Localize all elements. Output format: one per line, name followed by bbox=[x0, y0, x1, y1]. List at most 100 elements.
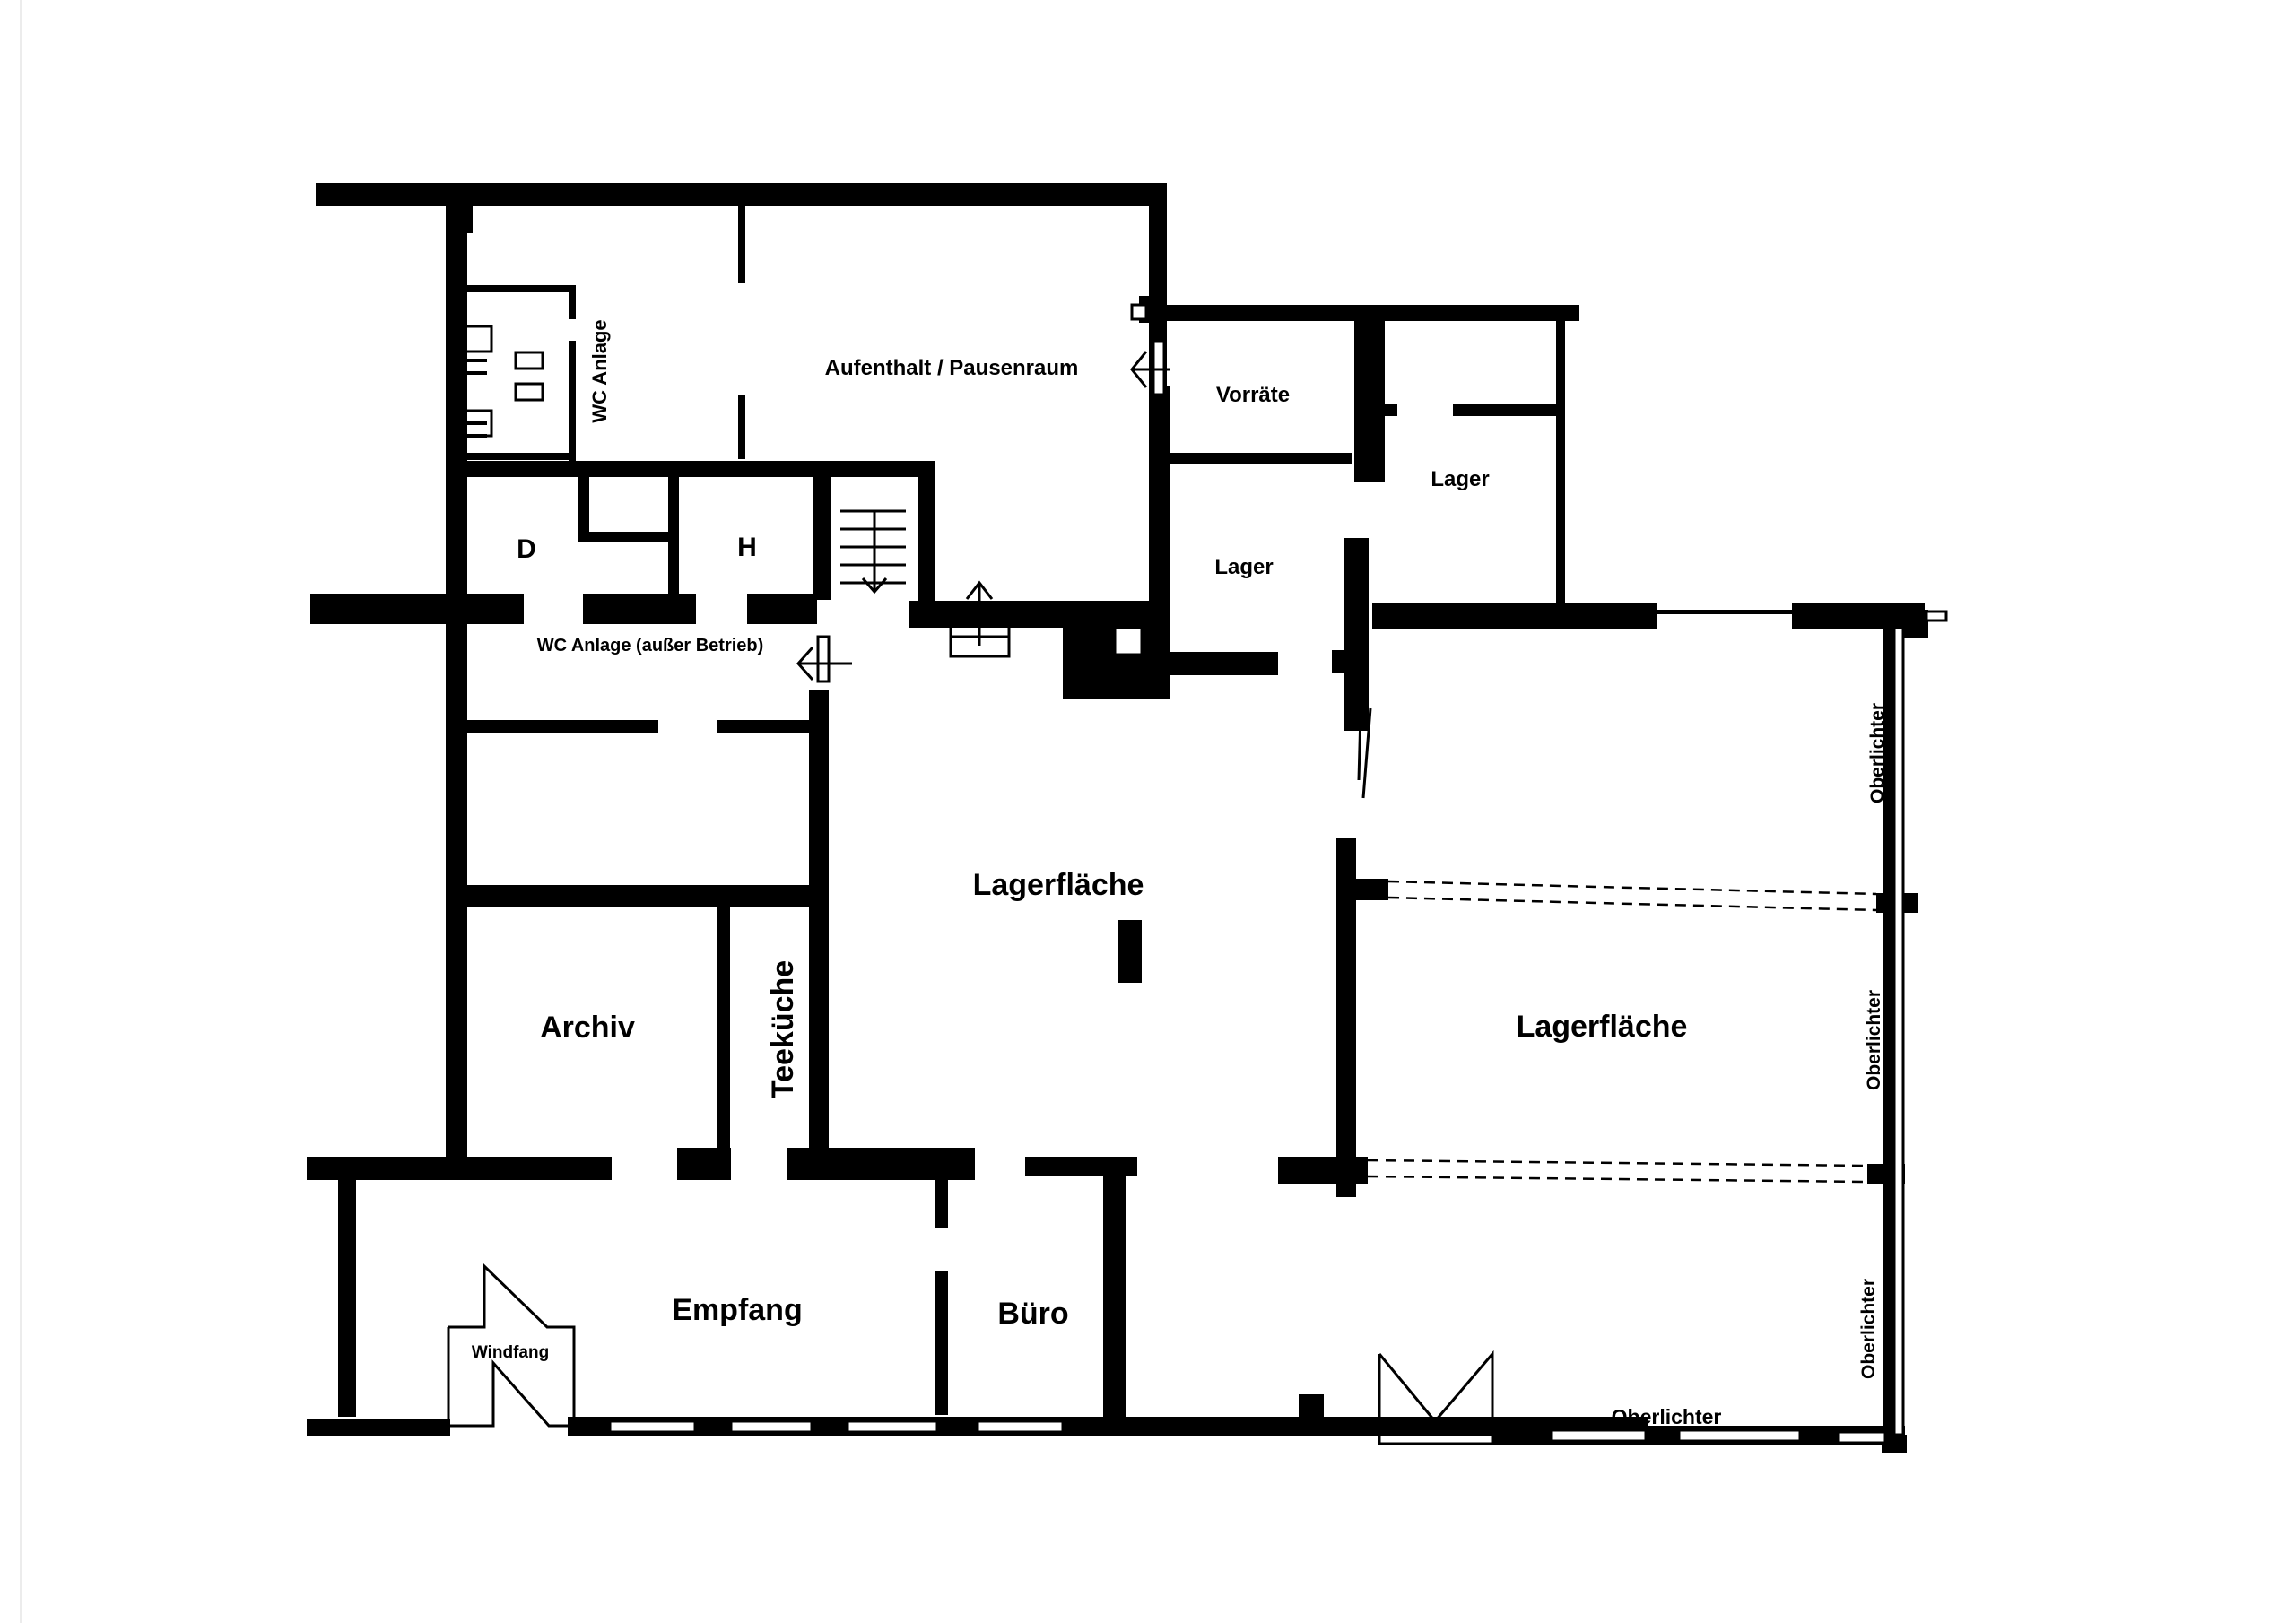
wall bbox=[578, 471, 589, 542]
room-label-empfang: Empfang bbox=[672, 1293, 802, 1327]
wall bbox=[813, 461, 831, 600]
room-label-teekueche: Teeküche bbox=[766, 960, 800, 1098]
toilet-icon bbox=[456, 409, 493, 438]
wall bbox=[307, 1157, 612, 1180]
room-labels: Aufenthalt / Pausenraum WC Anlage Vorrät… bbox=[472, 319, 1688, 1362]
window bbox=[1892, 626, 1905, 1436]
window bbox=[1677, 1428, 1802, 1443]
wall bbox=[456, 453, 576, 460]
room-label-lager-lower: Lager bbox=[1214, 555, 1273, 579]
window bbox=[1152, 339, 1166, 396]
room-label-damen: D bbox=[517, 534, 536, 564]
wall bbox=[1354, 321, 1385, 482]
wall bbox=[1164, 453, 1352, 464]
skylight-label: Oberlichter bbox=[1858, 1279, 1879, 1379]
room-label-archiv: Archiv bbox=[540, 1011, 635, 1045]
wall bbox=[718, 720, 816, 733]
room-label-lagerflaeche-right: Lagerfläche bbox=[1517, 1010, 1688, 1044]
room-label-buero: Büro bbox=[997, 1297, 1068, 1331]
wall bbox=[747, 594, 817, 624]
skylight-label: Oberlichter bbox=[1867, 703, 1888, 803]
wall bbox=[338, 1175, 356, 1417]
wall bbox=[307, 1419, 450, 1436]
beam-line bbox=[1387, 880, 1877, 896]
door-line bbox=[1357, 681, 1363, 781]
wall bbox=[1278, 1157, 1368, 1184]
beam-line bbox=[1367, 1175, 1868, 1184]
window bbox=[1925, 610, 1948, 622]
wall bbox=[569, 341, 576, 464]
wall bbox=[1379, 404, 1397, 416]
beams bbox=[1367, 880, 1877, 1184]
room-label-vorraete: Vorräte bbox=[1216, 383, 1290, 407]
window bbox=[608, 1419, 697, 1434]
room-label-herren: H bbox=[737, 533, 757, 562]
wall bbox=[467, 421, 487, 425]
wall bbox=[1166, 652, 1278, 675]
toilet-icon bbox=[456, 325, 493, 353]
wall bbox=[1158, 386, 1170, 699]
wall bbox=[1372, 603, 1657, 629]
beam-line bbox=[1367, 1159, 1868, 1167]
room-label-windfang: Windfang bbox=[472, 1343, 549, 1362]
doors bbox=[447, 325, 1494, 1445]
beam-line bbox=[1387, 896, 1877, 912]
wall bbox=[668, 532, 679, 595]
wall bbox=[1149, 305, 1579, 321]
wall bbox=[467, 885, 816, 907]
wall bbox=[1882, 1435, 1907, 1453]
wall bbox=[935, 1175, 948, 1228]
skylight-labels: Oberlichter Oberlichter Oberlichter Ober… bbox=[1612, 703, 1888, 1428]
wall bbox=[446, 461, 935, 477]
wall bbox=[583, 594, 696, 624]
window bbox=[1550, 1428, 1648, 1443]
wall bbox=[738, 206, 745, 283]
wall bbox=[1657, 610, 1792, 614]
wall bbox=[310, 594, 524, 624]
scan-edge-line bbox=[20, 0, 22, 1623]
sink-icon bbox=[514, 351, 544, 370]
door-arrow-head bbox=[796, 647, 814, 681]
wall bbox=[935, 1271, 948, 1415]
wall bbox=[456, 285, 576, 292]
wall bbox=[738, 395, 745, 459]
sink-icon bbox=[514, 382, 544, 402]
entrance-door bbox=[1378, 1350, 1494, 1445]
win bbox=[1130, 303, 1148, 321]
wall bbox=[467, 359, 487, 362]
wall bbox=[668, 471, 679, 542]
wall bbox=[467, 371, 487, 375]
wall bbox=[1118, 920, 1142, 983]
windfang-outline bbox=[447, 1263, 576, 1428]
door-line bbox=[1361, 707, 1372, 799]
room-label-wc-ausser-betrieb: WC Anlage (außer Betrieb) bbox=[537, 636, 764, 655]
wall bbox=[1336, 838, 1356, 1197]
wall bbox=[569, 285, 576, 319]
window bbox=[816, 635, 831, 683]
wall bbox=[467, 720, 658, 733]
wall bbox=[1299, 1394, 1324, 1421]
window bbox=[976, 1419, 1065, 1434]
wall bbox=[1556, 321, 1565, 608]
wall bbox=[1345, 879, 1388, 900]
window bbox=[1837, 1430, 1887, 1445]
window bbox=[729, 1419, 813, 1434]
wall bbox=[809, 690, 829, 1157]
room-label-aufenthalt: Aufenthalt / Pausenraum bbox=[825, 356, 1079, 380]
window bbox=[846, 1419, 939, 1434]
wall bbox=[718, 907, 730, 1176]
wall bbox=[918, 461, 935, 622]
win bbox=[1113, 626, 1144, 656]
skylight-label: Oberlichter bbox=[1612, 1405, 1722, 1428]
room-label-lagerflaeche-left: Lagerfläche bbox=[973, 868, 1144, 902]
room-label-wc-anlage: WC Anlage bbox=[588, 319, 611, 422]
wall bbox=[578, 532, 668, 542]
door-arrow-head bbox=[1130, 351, 1148, 388]
windows bbox=[608, 339, 1948, 1445]
wall bbox=[316, 183, 1167, 206]
walls bbox=[307, 183, 1928, 1453]
room-label-lager-upper: Lager bbox=[1431, 467, 1489, 491]
wall bbox=[446, 206, 467, 1175]
wall bbox=[1453, 404, 1561, 416]
